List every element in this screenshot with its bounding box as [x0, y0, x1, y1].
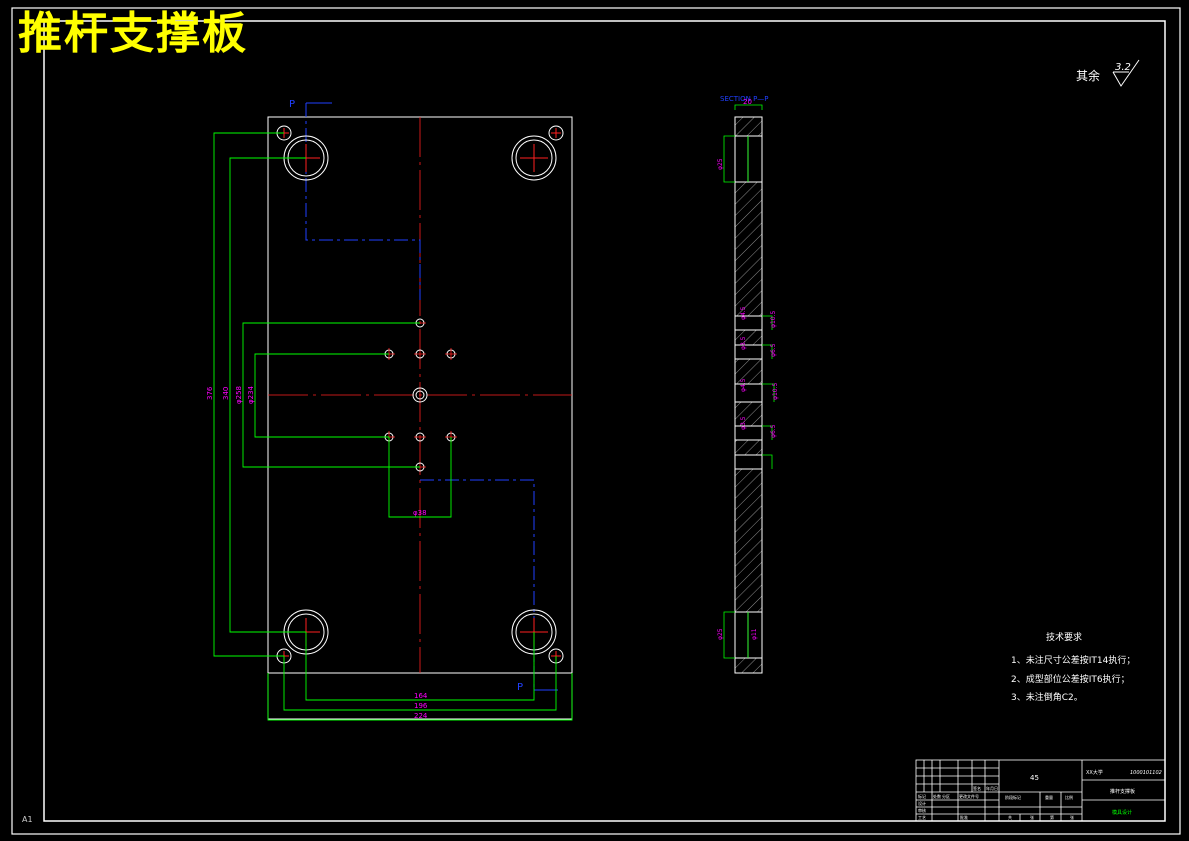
dim-196: 196 [414, 702, 428, 710]
section-dim-1: φ10.5 [770, 311, 777, 329]
dim-164: 164 [414, 692, 428, 700]
outer-border [11, 7, 1181, 835]
drawing-title: 推杆支撑板 [18, 8, 248, 59]
tech-item-1: 1、未注尺寸公差按IT14执行； [1011, 654, 1135, 666]
sign-label-0: 设计 [918, 800, 926, 806]
row-label-4: 签名 [973, 785, 981, 791]
sheet-size-label: A1 [22, 815, 33, 824]
section-label: SECTION P—P [720, 95, 769, 103]
roughness-label: 其余 [1076, 68, 1100, 83]
title-block-text: 45 XX大学 1000101102 推杆支撑板 模具设计 标记 处数 分区 更… [918, 769, 1162, 820]
section-dim-4: φ3.5 [740, 336, 747, 350]
dim-224: 224 [414, 712, 428, 720]
dim-234: φ234 [247, 385, 255, 404]
title-block [915, 759, 1166, 822]
dim-38: φ38 [413, 509, 427, 517]
right-label-0: 阶段标记 [1005, 794, 1021, 800]
sign-label-1: 审核 [918, 807, 926, 813]
row-label-1: 处数 [933, 793, 941, 799]
section-marker-top: P [289, 99, 295, 110]
sheet-label-3: 张 [1070, 814, 1074, 820]
vertical-dimension-lines [213, 132, 420, 657]
section-dim-7: φ6.5 [770, 424, 777, 438]
screw-hole-top-right [548, 125, 564, 141]
section-thickness-dim: 20 [743, 98, 752, 106]
roughness-symbol: 其余 3.2 [1076, 59, 1140, 87]
row-label-2: 分区 [942, 793, 950, 799]
drawing-number: 1000101102 [1130, 770, 1162, 776]
sign-label-3: 批准 [960, 814, 968, 820]
inner-border [43, 20, 1166, 822]
roughness-value: 3.2 [1115, 62, 1131, 73]
dim-340: 340 [222, 387, 230, 400]
section-dim-6: φ4.5 [740, 378, 747, 392]
material: 45 [1030, 774, 1039, 782]
dim-258: φ258 [235, 386, 243, 404]
guide-hole-top-right [511, 135, 557, 181]
sheet-label-1: 张 [1030, 814, 1034, 820]
company: 模具设计 [1112, 809, 1132, 816]
section-dim-3: φ6.5 [770, 343, 777, 357]
row-label-0: 标记 [918, 793, 926, 799]
right-label-1: 重量 [1045, 794, 1053, 800]
section-dim-2: φ4.5 [740, 306, 747, 320]
right-label-2: 比例 [1065, 794, 1073, 800]
horizontal-dimension-lines [267, 437, 573, 721]
dim-376: 376 [206, 386, 214, 400]
section-marker-bottom: P [517, 682, 523, 693]
sheet-label-0: 共 [1008, 814, 1012, 820]
tech-item-3: 3、未注倒角C2。 [1011, 691, 1083, 703]
sheet-label-2: 第 [1050, 814, 1054, 820]
tech-heading: 技术要求 [1046, 631, 1082, 643]
section-dim-0: φ25 [717, 158, 724, 170]
section-dim-5: φ10.5 [772, 383, 779, 401]
school: XX大学 [1086, 769, 1103, 776]
tech-requirements: 技术要求 1、未注尺寸公差按IT14执行； 2、成型部位公差按IT6执行； 3、… [1011, 631, 1135, 703]
section-dim-9: φ25 [717, 628, 724, 640]
section-view: SECTION P—P 20 φ25 φ10.5 φ4.5 φ6.5 φ3.5 … [717, 95, 779, 674]
row-label-5: 年月日 [986, 785, 998, 791]
row-label-3: 更改文件号 [959, 793, 979, 799]
section-dim-8: φ3.5 [740, 416, 747, 430]
section-dim-10: φ11 [751, 628, 758, 640]
front-view: P P 376 340 φ258 φ234 164 196 224 φ38 [206, 99, 573, 721]
tech-item-2: 2、成型部位公差按IT6执行； [1011, 673, 1130, 685]
part-name: 推杆支撑板 [1110, 788, 1135, 795]
sign-label-2: 工艺 [918, 815, 926, 820]
